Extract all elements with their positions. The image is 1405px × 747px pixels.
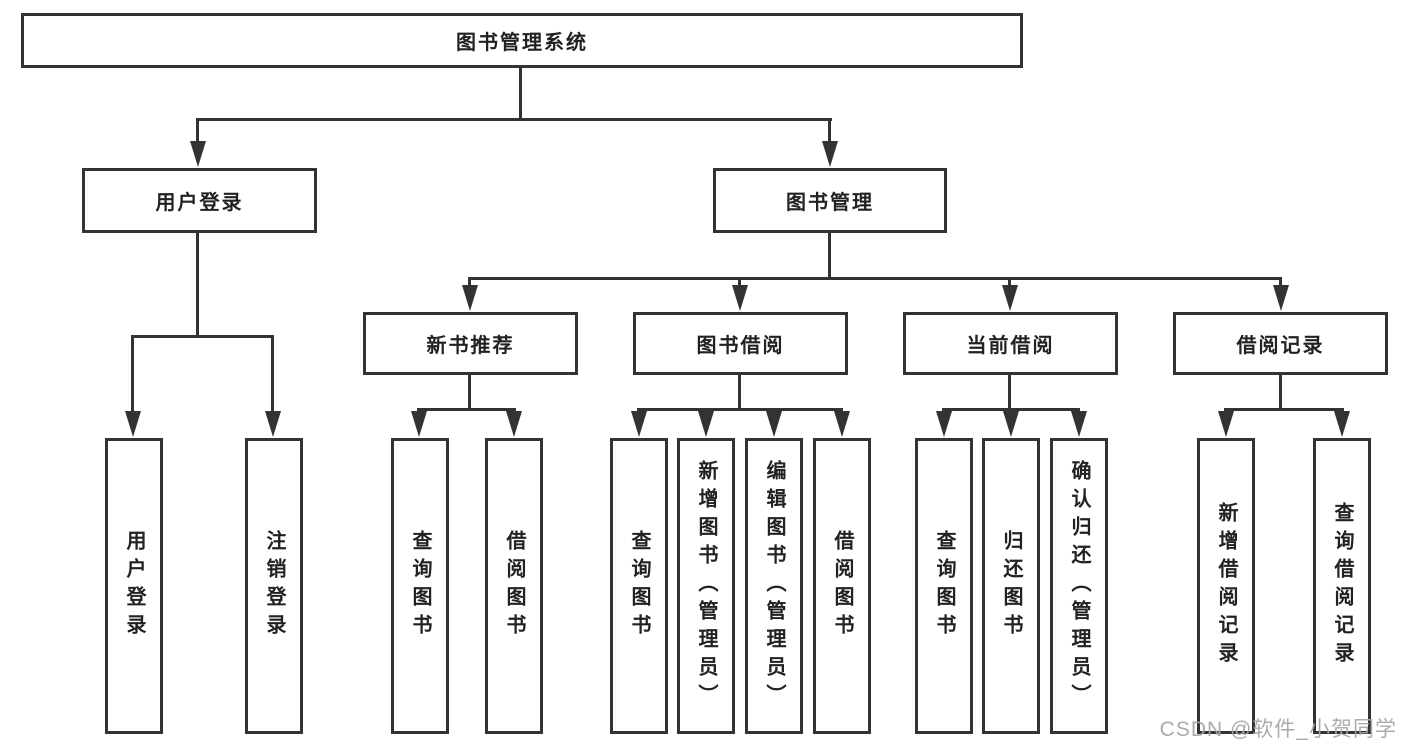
connector-line [942,408,1080,411]
node-new-book-recommend-label: 新书推荐 [426,335,515,357]
connector-line [468,277,471,291]
leaf-query-books-current-label: 查询图书 [933,530,955,642]
node-current-borrow-label: 当前借阅 [966,335,1055,357]
connector-line [637,408,843,411]
node-book-management-label: 图书管理 [786,192,874,214]
arrow-down-icon [1334,411,1350,437]
arrow-down-icon [1003,411,1019,437]
connector-line [738,375,741,411]
connector-line [519,68,522,120]
connector-line [738,277,741,291]
node-root: 图书管理系统 [21,13,1023,68]
leaf-edit-books-admin-label: 编辑图书（管理员） [763,460,785,712]
arrow-down-icon [190,141,206,167]
connector-line [271,335,274,415]
arrow-down-icon [834,411,850,437]
connector-line [196,118,832,121]
arrow-down-icon [1071,411,1087,437]
connector-line [131,335,274,338]
node-book-borrow-label: 图书借阅 [696,335,785,357]
watermark: CSDN @软件_小贺同学 [1159,718,1397,741]
arrow-down-icon [125,411,141,437]
connector-line [196,233,199,338]
connector-line [417,408,516,411]
leaf-logout-label: 注销登录 [263,530,285,642]
node-book-management: 图书管理 [713,168,947,233]
node-root-label: 图书管理系统 [456,32,588,54]
leaf-borrow-books-recommend-label: 借阅图书 [503,530,525,642]
leaf-query-books-recommend: 查询图书 [391,438,449,734]
arrow-down-icon [506,411,522,437]
leaf-add-books-admin: 新增图书（管理员） [677,438,735,734]
leaf-borrow-books-label: 借阅图书 [831,530,853,642]
connector-line [468,277,1282,280]
leaf-confirm-return-admin: 确认归还（管理员） [1050,438,1108,734]
arrow-down-icon [766,411,782,437]
connector-line [1224,408,1344,411]
node-borrow-record: 借阅记录 [1173,312,1388,375]
connector-line [468,375,471,411]
leaf-logout: 注销登录 [245,438,303,734]
connector-line [828,233,831,279]
connector-line [1279,375,1282,411]
arrow-down-icon [631,411,647,437]
node-user-login: 用户登录 [82,168,317,233]
connector-line [828,118,831,152]
leaf-confirm-return-admin-label: 确认归还（管理员） [1068,460,1090,712]
arrow-down-icon [698,411,714,437]
node-borrow-record-label: 借阅记录 [1236,335,1325,357]
arrow-down-icon [732,285,748,311]
leaf-borrow-books-recommend: 借阅图书 [485,438,543,734]
leaf-query-books-current: 查询图书 [915,438,973,734]
leaf-user-login: 用户登录 [105,438,163,734]
connector-line [1279,277,1282,291]
leaf-query-books-borrow-label: 查询图书 [628,530,650,642]
node-book-borrow: 图书借阅 [633,312,848,375]
leaf-query-books-recommend-label: 查询图书 [409,530,431,642]
node-new-book-recommend: 新书推荐 [363,312,578,375]
connector-line [1008,277,1011,291]
leaf-query-borrow-record-label: 查询借阅记录 [1331,502,1353,670]
connector-line [196,118,199,152]
leaf-edit-books-admin: 编辑图书（管理员） [745,438,803,734]
arrow-down-icon [411,411,427,437]
leaf-borrow-books: 借阅图书 [813,438,871,734]
arrow-down-icon [265,411,281,437]
arrow-down-icon [936,411,952,437]
node-current-borrow: 当前借阅 [903,312,1118,375]
node-user-login-label: 用户登录 [155,192,244,214]
arrow-down-icon [1273,285,1289,311]
leaf-return-books-label: 归还图书 [1000,530,1022,642]
arrow-down-icon [1002,285,1018,311]
leaf-user-login-label: 用户登录 [123,530,145,642]
connector-line [131,335,134,415]
leaf-return-books: 归还图书 [982,438,1040,734]
leaf-add-books-admin-label: 新增图书（管理员） [695,460,717,712]
leaf-query-borrow-record: 查询借阅记录 [1313,438,1371,734]
arrow-down-icon [822,141,838,167]
leaf-query-books-borrow: 查询图书 [610,438,668,734]
leaf-add-borrow-record: 新增借阅记录 [1197,438,1255,734]
leaf-add-borrow-record-label: 新增借阅记录 [1215,502,1237,670]
arrow-down-icon [462,285,478,311]
arrow-down-icon [1218,411,1234,437]
connector-line [1008,375,1011,411]
